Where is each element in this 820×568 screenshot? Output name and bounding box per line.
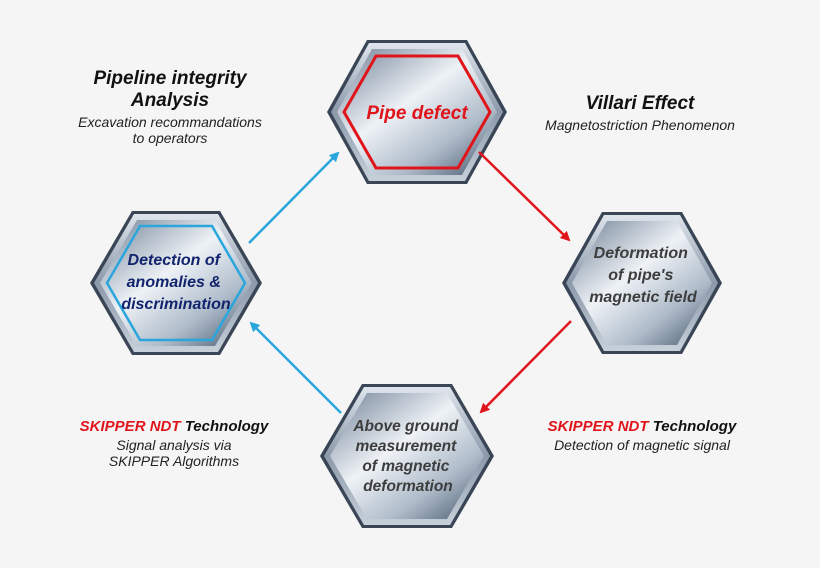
skipper-right-sub: Detection of magnetic signal	[554, 437, 730, 454]
deformation-line-1: Deformation	[594, 245, 688, 262]
measurement-line-3: of magnetic	[362, 458, 449, 475]
annotation-skipper-right: SKIPPER NDT Technology Detection of magn…	[530, 418, 754, 453]
svg-text:Above ground measurement: Above ground measurement of magnetic def…	[352, 418, 462, 495]
arrow-defect-to-deformation	[478, 151, 571, 242]
pipeline-sub-line2: to operators	[132, 129, 208, 146]
hex-detection: Detection of anomalies & discrimination	[90, 211, 262, 355]
pipeline-title-line2: Analysis	[130, 89, 210, 111]
villari-sub: Magnetostriction Phenomenon	[545, 116, 735, 133]
svg-text:Detection of anomalies &: Detection of anomalies & discrimination	[121, 252, 231, 313]
deformation-line-3: magnetic field	[589, 289, 698, 306]
hex-measurement: Above ground measurement of magnetic def…	[320, 384, 494, 528]
detection-line-3: discrimination	[121, 296, 231, 313]
svg-text:Deformation of pipe's: Deformation of pipe's magnetic field	[589, 245, 698, 306]
pipeline-sub-line1: Excavation recommandations	[78, 113, 262, 130]
hex-deformation: Deformation of pipe's magnetic field	[562, 212, 722, 354]
arrow-detection-to-defect	[248, 151, 340, 244]
measurement-line-1: Above ground	[352, 418, 459, 435]
hex-pipe-defect: Pipe defect	[327, 40, 507, 184]
skipper-left-word: Technology	[184, 418, 269, 435]
skipper-right-brand: SKIPPER NDT	[547, 418, 649, 435]
deformation-line-2: of pipe's	[608, 267, 673, 284]
measurement-line-4: deformation	[363, 478, 453, 495]
pipe-defect-label: Pipe defect	[366, 103, 468, 124]
annotation-villari-effect: Villari Effect Magnetostriction Phenomen…	[530, 93, 750, 133]
measurement-line-2: measurement	[355, 438, 457, 455]
skipper-left-sub-line2: SKIPPER Algorithms	[108, 453, 240, 470]
pipeline-title-line1: Pipeline integrity	[93, 68, 247, 89]
villari-title: Villari Effect	[585, 93, 695, 114]
skipper-right-word: Technology	[652, 418, 737, 435]
detection-line-1: Detection of	[128, 252, 222, 269]
skipper-left-heading: SKIPPER NDT Technology	[64, 418, 284, 435]
annotation-skipper-left: SKIPPER NDT Technology Signal analysis v…	[64, 418, 284, 469]
arrow-measurement-to-detection	[249, 321, 342, 414]
annotation-pipeline-integrity: Pipeline integrity Analysis Excavation r…	[60, 68, 280, 146]
skipper-left-sub-line1: Signal analysis via	[116, 437, 232, 454]
skipper-left-brand: SKIPPER NDT	[79, 418, 181, 435]
arrow-deformation-to-measurement	[479, 320, 572, 414]
skipper-right-heading: SKIPPER NDT Technology	[530, 418, 754, 435]
detection-line-2: anomalies &	[127, 274, 221, 291]
